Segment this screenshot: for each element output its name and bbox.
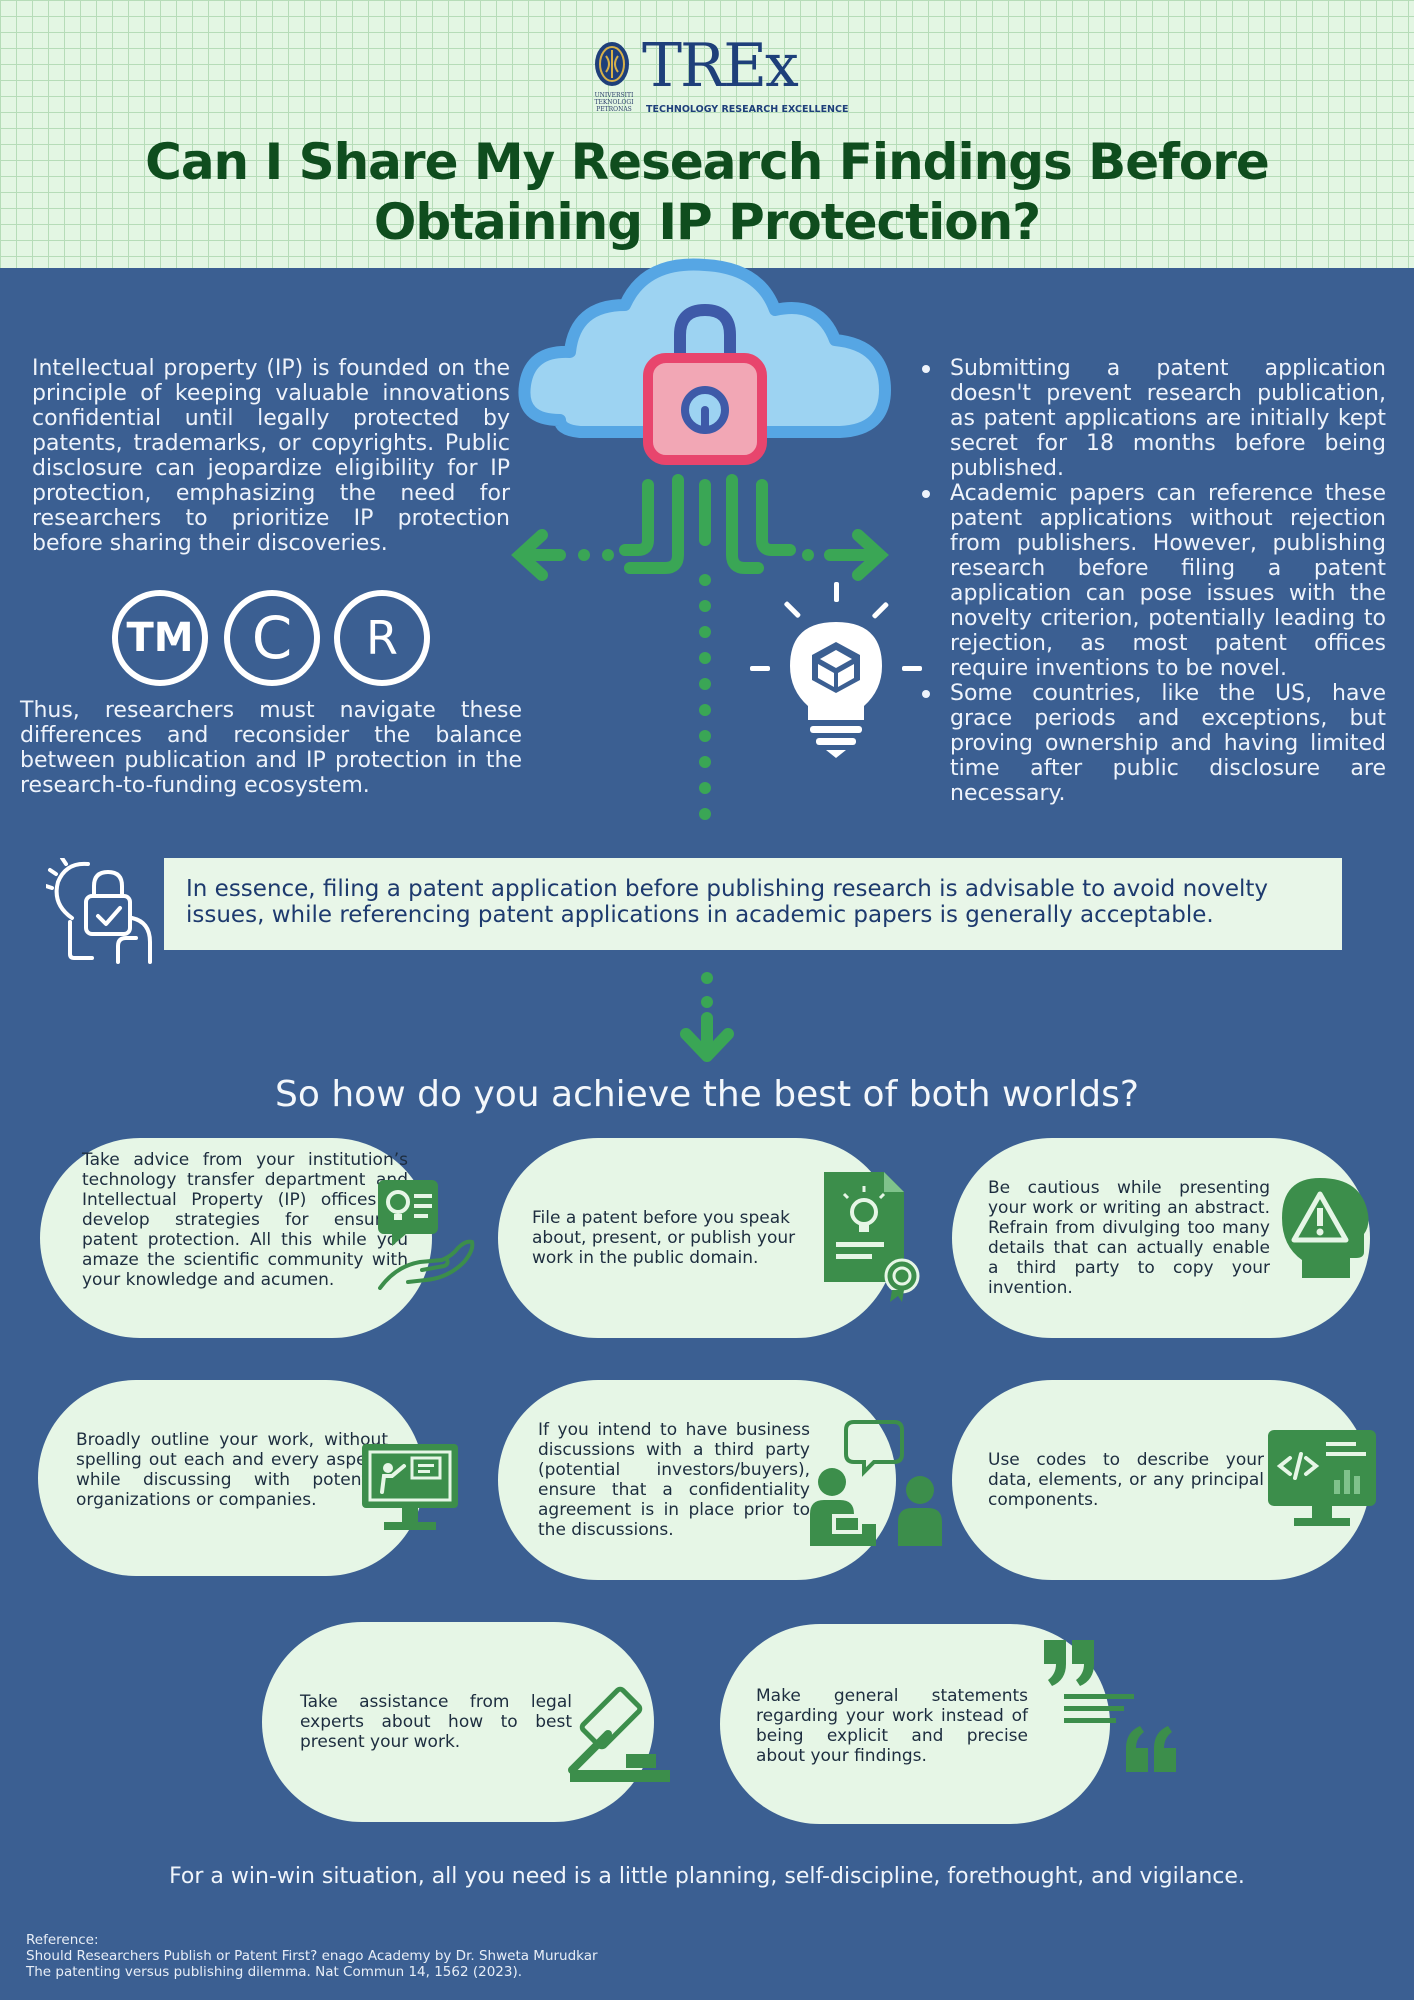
tip-text: Take assistance from legal experts about… bbox=[300, 1692, 572, 1752]
balance-paragraph: Thus, researchers must navigate these di… bbox=[20, 698, 522, 798]
ip-symbols: TM C R bbox=[112, 590, 432, 686]
gavel-icon bbox=[568, 1686, 670, 1782]
code-monitor-icon bbox=[1268, 1430, 1376, 1526]
tip-text: Be cautious while presenting your work o… bbox=[988, 1178, 1270, 1298]
references-label: Reference: bbox=[26, 1932, 99, 1948]
tip-text: If you intend to have business discussio… bbox=[538, 1420, 810, 1540]
tip-card-4: Broadly outline your work, without spell… bbox=[38, 1380, 424, 1576]
tip-card-8: Make general statements regarding your w… bbox=[720, 1624, 1110, 1824]
cloud-lock-illustration bbox=[511, 258, 922, 820]
patent-certificate-icon bbox=[824, 1172, 920, 1302]
reference-item: Should Researchers Publish or Patent Fir… bbox=[26, 1948, 598, 1964]
registered-symbol-text: R bbox=[366, 611, 398, 665]
reference-item: The patenting versus publishing dilemma.… bbox=[26, 1964, 523, 1980]
trademark-symbol-text: TM bbox=[126, 615, 194, 661]
tip-text: Make general statements regarding your w… bbox=[756, 1686, 1028, 1766]
idea-hand-icon bbox=[378, 1180, 475, 1290]
logo-tagline: TECHNOLOGY RESEARCH EXCELLENCE bbox=[646, 104, 849, 115]
padlock-icon bbox=[643, 303, 767, 465]
tip-text: File a patent before you speak about, pr… bbox=[532, 1208, 796, 1268]
logo-uni-line: TEKNOLOGI bbox=[594, 99, 634, 106]
logo-uni-line: UNIVERSITI bbox=[594, 92, 634, 99]
arrow-down-icon bbox=[680, 972, 734, 1062]
business-discussion-icon bbox=[810, 1420, 942, 1546]
tips-heading: So how do you achieve the best of both w… bbox=[275, 1074, 1139, 1115]
bullet-item: Submitting a patent application doesn't … bbox=[918, 356, 1386, 481]
tip-text: Take advice from your institution’s tech… bbox=[82, 1150, 408, 1290]
warning-head-icon bbox=[1282, 1178, 1369, 1278]
registered-icon: R bbox=[334, 590, 430, 686]
circuit-lines-icon bbox=[511, 474, 889, 581]
patent-bullet-list: Submitting a patent application doesn't … bbox=[918, 356, 1386, 806]
header-band: UNIVERSITI TEKNOLOGI PETRONAS TREx TECHN… bbox=[0, 0, 1414, 268]
university-seal-icon bbox=[595, 42, 629, 86]
trademark-icon: TM bbox=[112, 590, 208, 686]
presentation-screen-icon bbox=[362, 1444, 458, 1530]
closing-statement: For a win-win situation, all you need is… bbox=[169, 1864, 1245, 1889]
cloud-icon bbox=[518, 258, 891, 438]
copyright-icon: C bbox=[224, 590, 320, 686]
intro-paragraph: Intellectual property (IP) is founded on… bbox=[32, 356, 510, 556]
trex-logo: UNIVERSITI TEKNOLOGI PETRONAS TREx TECHN… bbox=[592, 31, 848, 120]
references: Reference: Should Researchers Publish or… bbox=[26, 1932, 598, 1980]
lightbulb-icon bbox=[750, 582, 922, 758]
logo-university-name: UNIVERSITI TEKNOLOGI PETRONAS bbox=[592, 92, 636, 113]
title-line-2: Obtaining IP Protection? bbox=[373, 193, 1041, 251]
bullet-item: Academic papers can reference these pate… bbox=[918, 481, 1386, 681]
essence-callout: In essence, filing a patent application … bbox=[164, 858, 1342, 950]
dotted-connector bbox=[578, 549, 814, 820]
logo-wordmark: TREx bbox=[642, 31, 799, 101]
quote-marks-icon bbox=[1044, 1640, 1176, 1772]
tip-text: Broadly outline your work, without spell… bbox=[76, 1430, 388, 1510]
page-title: Can I Share My Research Findings Before … bbox=[40, 132, 1374, 252]
tip-text: Use codes to describe your data, element… bbox=[988, 1450, 1264, 1510]
bullet-item: Some countries, like the US, have grace … bbox=[918, 681, 1386, 806]
copyright-symbol-text: C bbox=[251, 604, 293, 672]
title-line-1: Can I Share My Research Findings Before bbox=[145, 133, 1270, 191]
tip-card-1: Take advice from your institution’s tech… bbox=[40, 1138, 432, 1338]
logo-uni-line: PETRONAS bbox=[596, 106, 632, 113]
secure-approval-icon bbox=[46, 858, 152, 964]
